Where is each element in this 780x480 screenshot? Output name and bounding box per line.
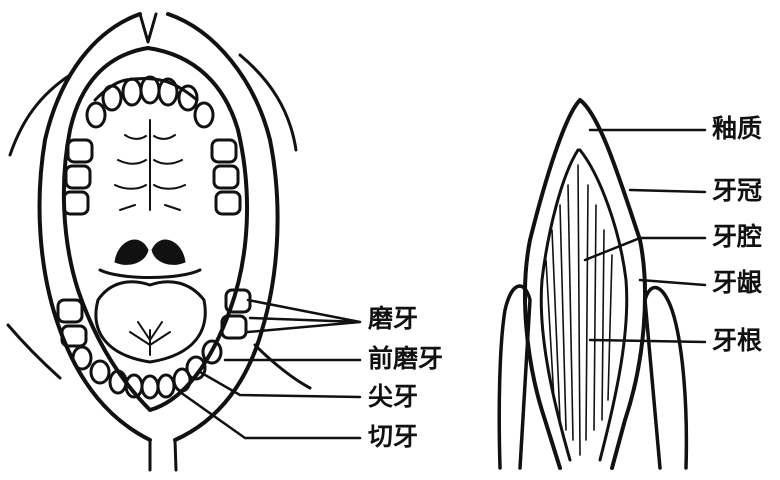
palate-texture — [115, 120, 185, 210]
right-cheek-line — [240, 55, 310, 388]
throat — [100, 240, 200, 277]
upper-lip-notch — [140, 14, 156, 42]
label-gum: 牙龈 — [712, 270, 762, 295]
mouth-leader-lines — [180, 300, 360, 438]
gum-right — [645, 288, 686, 468]
label-enamel: 釉质 — [712, 116, 762, 141]
label-molar: 磨牙 — [368, 306, 418, 331]
tooth-figure — [499, 100, 705, 468]
tongue — [96, 282, 205, 362]
root-leader — [590, 340, 705, 342]
label-incisor: 切牙 — [368, 424, 418, 449]
upper-teeth-arch — [64, 77, 240, 214]
label-premolar: 前磨牙 — [368, 346, 443, 371]
label-crown: 牙冠 — [712, 178, 762, 203]
crown-leader — [630, 190, 705, 192]
label-canine: 尖牙 — [368, 384, 418, 409]
label-pulp-cavity: 牙腔 — [712, 224, 762, 249]
outer-lip-contour — [40, 14, 278, 440]
chin-line — [150, 440, 176, 470]
label-root: 牙根 — [712, 328, 762, 353]
tooth-dentin-outline — [541, 150, 627, 460]
canine-leader — [200, 372, 360, 397]
mouth-figure — [8, 14, 360, 470]
gum-leader — [640, 280, 705, 285]
incisor-leader — [180, 392, 360, 438]
